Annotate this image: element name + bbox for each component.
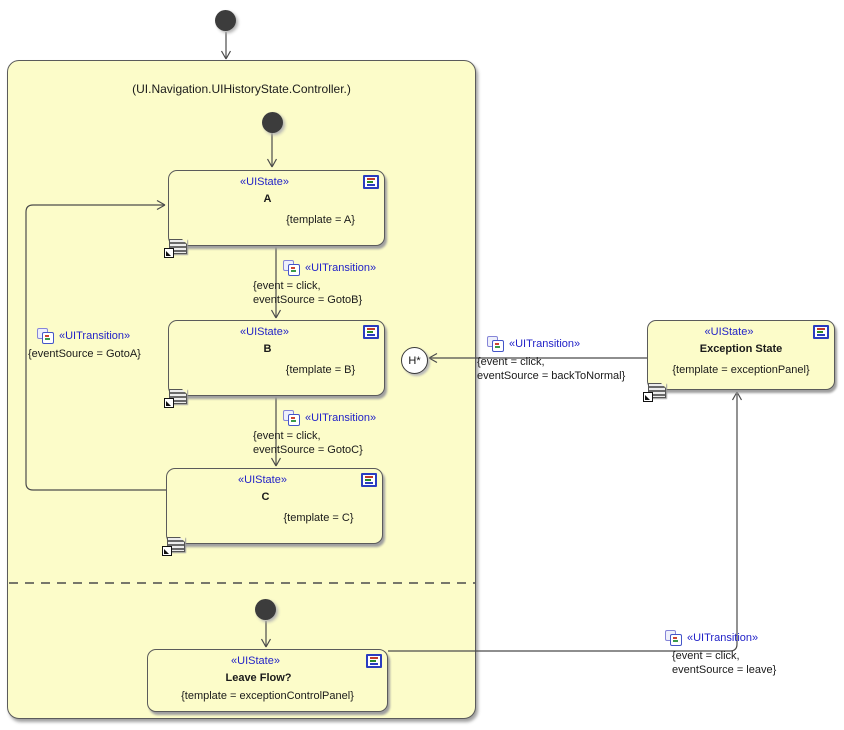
transition-icon [37,327,54,344]
state-a-name: A [263,193,272,205]
specification-note-icon [813,325,829,339]
transition-stereotype: «UITransition» [305,411,377,424]
transition-constraint: eventSource = leave} [672,663,777,676]
initial-state-dot-inner[interactable] [262,112,283,133]
history-pseudostate-label: H* [408,354,421,367]
transition-icon [487,335,504,352]
specification-note-icon [366,654,382,668]
transition-icon [283,259,300,276]
transition-icon [283,409,300,426]
specification-note-icon [363,175,379,189]
transition-b-to-c-label[interactable]: «UITransition» {event = click, eventSour… [253,409,376,457]
state-c[interactable]: «UIState» C {template = C} [162,468,383,556]
transition-stereotype: «UITransition» [687,631,759,644]
transition-constraint: {event = click, [672,650,740,662]
transition-exception-to-history-label[interactable]: «UITransition» {event = click, eventSour… [477,335,625,383]
state-exception-stereotype: «UIState» [704,326,754,338]
specification-note-icon [363,325,379,339]
history-pseudostate[interactable]: H* [401,347,428,374]
transition-a-to-b-label[interactable]: «UITransition» {event = click, eventSour… [253,259,376,307]
transition-constraint: eventSource = GotoB} [253,293,363,306]
diagram-link-icon [643,383,666,402]
transition-stereotype: «UITransition» [59,329,131,342]
state-b-stereotype: «UIState» [240,326,289,338]
state-a[interactable]: «UIState» A {template = A} [164,170,385,258]
specification-note-icon [361,473,377,487]
state-c-stereotype: «UIState» [238,474,287,486]
state-leave-flow-stereotype: «UIState» [231,655,280,667]
transition-icon [665,629,682,646]
transition-constraint: {eventSource = GotoA} [28,348,141,360]
transition-constraint: {event = click, [253,280,321,292]
state-b-name: B [263,343,272,355]
state-b-constraint: {template = B} [285,364,356,376]
state-leave-flow-name: Leave Flow? [225,672,292,684]
state-leave-flow-constraint: {template = exceptionControlPanel} [181,690,354,702]
composite-state-title: (UI.Navigation.UIHistoryState.Controller… [132,82,351,96]
transition-constraint: eventSource = backToNormal} [477,369,626,382]
transition-stereotype: «UITransition» [305,261,377,274]
state-b[interactable]: «UIState» B {template = B} [164,320,385,408]
state-exception[interactable]: «UIState» Exception State {template = ex… [643,320,835,402]
initial-state-dot-top[interactable] [215,10,236,31]
initial-state-dot-bottom[interactable] [255,599,276,620]
transition-constraint: {event = click, [477,356,545,368]
state-exception-constraint: {template = exceptionPanel} [672,364,810,376]
transition-leave-to-exception-arrowhead [731,391,743,401]
state-c-name: C [261,491,270,503]
diagram-link-icon [164,389,187,408]
transition-constraint: {event = click, [253,430,321,442]
initial-arrow-top-arrowhead [220,50,232,60]
transition-constraint: eventSource = GotoC} [253,443,363,456]
state-leave-flow[interactable]: «UIState» Leave Flow? {template = except… [147,649,388,712]
transition-stereotype: «UITransition» [509,337,581,350]
state-c-constraint: {template = C} [283,512,354,524]
diagram-link-icon [164,239,187,258]
diagram-link-icon [162,537,185,556]
transition-c-to-a-label[interactable]: «UITransition» {eventSource = GotoA} [28,327,141,362]
state-a-stereotype: «UIState» [240,176,289,188]
state-exception-name: Exception State [699,343,783,355]
transition-leave-to-exception-label[interactable]: «UITransition» {event = click, eventSour… [665,629,776,677]
state-a-constraint: {template = A} [286,214,355,226]
